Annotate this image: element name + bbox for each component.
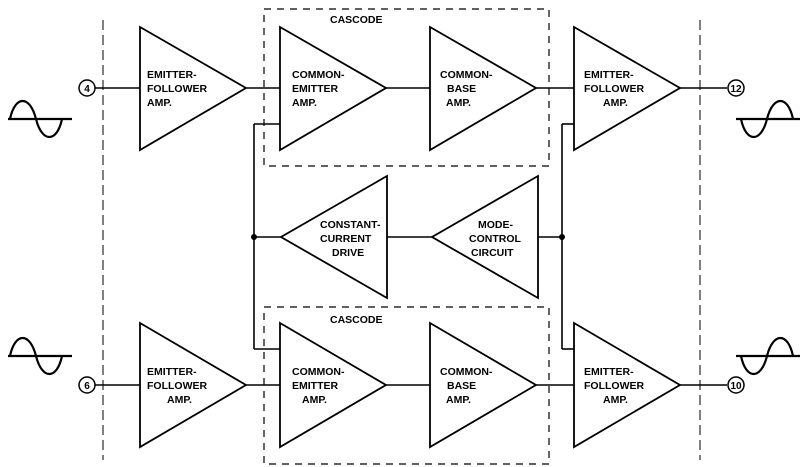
mode-control-circuit-amp bbox=[430, 174, 539, 300]
amp-label: CONTROL bbox=[469, 233, 521, 245]
amp-label: EMITTER- bbox=[147, 366, 197, 378]
amp-label: FOLLOWER bbox=[147, 83, 207, 95]
amp-label: EMITTER- bbox=[584, 366, 634, 378]
cascode-label-bottom: CASCODE bbox=[330, 314, 383, 326]
amp-label: AMP. bbox=[603, 97, 628, 109]
amp-label: DRIVE bbox=[332, 247, 364, 259]
pin-4-label: 4 bbox=[84, 84, 90, 95]
pin-12-label: 12 bbox=[730, 84, 742, 95]
amp-label: AMP. bbox=[603, 394, 628, 406]
amp-label: AMP. bbox=[446, 394, 471, 406]
amp-label: COMMON- bbox=[440, 366, 493, 378]
amp-label: COMMON- bbox=[292, 366, 345, 378]
pin-12 bbox=[727, 79, 745, 97]
sine-wave-icon bbox=[736, 337, 800, 375]
amp-label: EMITTER bbox=[292, 380, 338, 392]
sine-wave-icon bbox=[736, 100, 800, 138]
pin-10-label: 10 bbox=[730, 381, 742, 392]
amp-label: AMP. bbox=[446, 97, 471, 109]
amp-label: EMITTER bbox=[292, 83, 338, 95]
amp-label: CONSTANT- bbox=[320, 219, 381, 231]
amp-label: COMMON- bbox=[440, 69, 493, 81]
emitter-follower-amp-top-right bbox=[573, 25, 682, 152]
amp-label: AMP. bbox=[302, 394, 327, 406]
emitter-follower-amp-bottom-left bbox=[139, 321, 248, 449]
pin-4 bbox=[78, 79, 96, 97]
cascode-label-top: CASCODE bbox=[330, 14, 383, 26]
amp-label: EMITTER- bbox=[147, 69, 197, 81]
emitter-follower-amp-top-left bbox=[139, 25, 248, 152]
amp-label: AMP. bbox=[147, 97, 172, 109]
common-base-amp-top bbox=[429, 25, 538, 152]
constant-current-drive-amp bbox=[279, 174, 388, 300]
pin-6 bbox=[78, 376, 96, 394]
amp-label: BASE bbox=[447, 380, 476, 392]
common-emitter-amp-bottom bbox=[279, 321, 388, 449]
junction-dot bbox=[559, 234, 565, 240]
amp-label: AMP. bbox=[167, 394, 192, 406]
junction-dot bbox=[251, 234, 257, 240]
amp-label: AMP. bbox=[292, 97, 317, 109]
amp-label: CIRCUIT bbox=[471, 247, 514, 259]
amp-label: CURRENT bbox=[320, 233, 372, 245]
amp-label: MODE- bbox=[478, 219, 514, 231]
common-emitter-amp-top bbox=[279, 25, 388, 152]
pin-10 bbox=[727, 376, 745, 394]
common-base-amp-bottom bbox=[429, 321, 538, 449]
amp-label: BASE bbox=[447, 83, 476, 95]
amp-label: FOLLOWER bbox=[147, 380, 207, 392]
sine-wave-icon bbox=[8, 100, 72, 138]
sine-wave-icon bbox=[8, 337, 72, 375]
pin-6-label: 6 bbox=[84, 381, 90, 392]
amp-label: FOLLOWER bbox=[584, 83, 644, 95]
amp-label: COMMON- bbox=[292, 69, 345, 81]
amp-label: EMITTER- bbox=[584, 69, 634, 81]
amp-label: FOLLOWER bbox=[584, 380, 644, 392]
emitter-follower-amp-bottom-right bbox=[573, 321, 682, 449]
